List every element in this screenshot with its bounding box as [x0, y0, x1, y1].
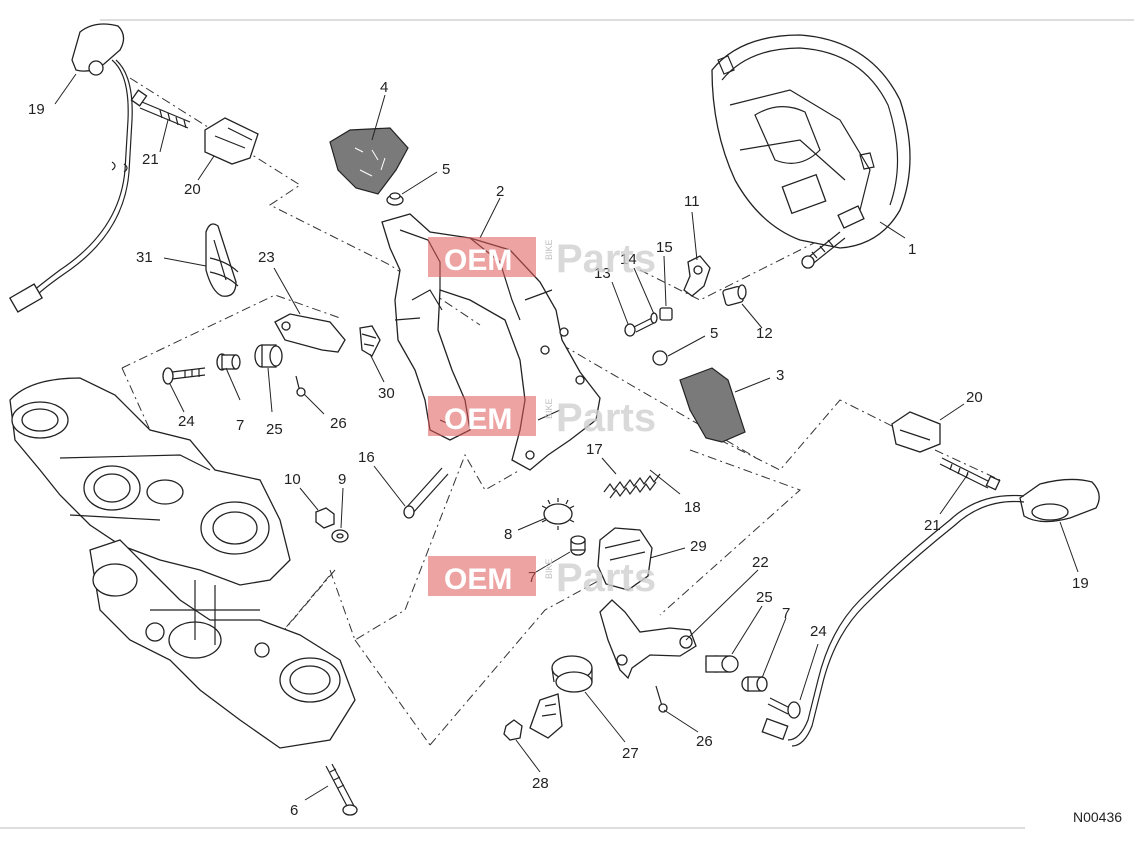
callout-16: 16	[358, 449, 375, 466]
callout-14: 14	[620, 251, 637, 268]
nut-28-part	[503, 719, 523, 741]
washer-14-part	[650, 312, 658, 324]
callout-6: 6	[290, 802, 298, 819]
clamp-11-part	[683, 255, 711, 297]
callout-20a: 20	[184, 181, 201, 198]
callout-15: 15	[656, 239, 673, 256]
watermark-middle-middle: BIKE	[544, 398, 554, 419]
callout-26b: 26	[696, 733, 713, 750]
callout-21a: 21	[142, 151, 159, 168]
callout-2: 2	[496, 183, 504, 200]
bracket-20-left-part	[204, 117, 259, 165]
pin-26-right-part	[655, 685, 668, 713]
callout-18: 18	[684, 499, 701, 516]
callout-26a: 26	[330, 415, 347, 432]
callout-5a: 5	[442, 161, 450, 178]
watermark-middle: OEM BIKE Parts	[428, 396, 656, 440]
callout-4: 4	[380, 79, 388, 96]
top-yoke-part	[9, 377, 356, 749]
bush-15-part	[659, 307, 673, 321]
bush-7-left-part	[216, 353, 241, 371]
spring-17-part	[603, 473, 661, 499]
callout-24a: 24	[178, 413, 195, 430]
gear-8-part	[541, 498, 575, 530]
watermark-brand-top: OEM	[444, 244, 512, 277]
support-23-part	[274, 313, 346, 353]
grommet-5-part	[386, 192, 668, 366]
pin-16-part	[403, 467, 449, 519]
callout-7c: 7	[782, 605, 790, 622]
watermark-top: OEM BIKE Parts	[428, 237, 656, 281]
callout-11: 11	[684, 193, 700, 210]
callout-24b: 24	[810, 623, 827, 640]
pin-26-left-part	[295, 375, 306, 397]
screw-13-part	[624, 317, 655, 337]
bracket-22-part	[599, 599, 697, 680]
screw-24-right-part	[767, 697, 801, 719]
watermark-middle-top: BIKE	[544, 239, 554, 260]
turn-indicator-right-part	[761, 478, 1100, 747]
callout-12: 12	[756, 325, 773, 342]
callout-25a: 25	[266, 421, 283, 438]
leader-lines	[54, 73, 1079, 801]
rubber-25-left-part	[254, 344, 283, 368]
callout-8: 8	[504, 526, 512, 543]
rubber-25-right-part	[705, 655, 739, 673]
screw-21-left-part	[130, 89, 191, 129]
callout-7a: 7	[236, 417, 244, 434]
callout-22: 22	[752, 554, 769, 571]
watermark-tail-bottom: Parts	[556, 556, 656, 600]
watermark-middle-bottom: BIKE	[544, 558, 554, 579]
callout-20b: 20	[966, 389, 983, 406]
screw-21-right-part	[939, 457, 1001, 491]
callout-29: 29	[690, 538, 707, 555]
callout-19b: 19	[1072, 575, 1089, 592]
block-29-part	[597, 527, 653, 591]
protector-3-part	[679, 367, 746, 443]
callout-10: 10	[284, 471, 301, 488]
watermark-bottom: OEM BIKE Parts	[428, 556, 656, 600]
watermark-brand-middle: OEM	[444, 403, 512, 436]
callout-21b: 21	[924, 517, 941, 534]
headlight-1-part	[711, 34, 911, 269]
bush-7-right-part	[741, 676, 768, 692]
cable-clip-31-part	[205, 223, 239, 297]
callout-9: 9	[338, 471, 346, 488]
watermark-brand-bottom: OEM	[444, 563, 512, 596]
callout-27: 27	[622, 745, 639, 762]
callout-1: 1	[908, 241, 916, 258]
watermark-tail-top: Parts	[556, 237, 656, 281]
bracket-20-right-part	[891, 411, 941, 453]
plate-30-part	[359, 325, 381, 357]
callout-labels: 1 2 3 4 5 5 6 7 7 7 8 9 10 11 12 13 14 1…	[28, 79, 1089, 819]
callout-25b: 25	[756, 589, 773, 606]
callout-28: 28	[532, 775, 549, 792]
callout-23: 23	[258, 249, 275, 266]
spacer-12-part	[722, 284, 747, 307]
callout-31: 31	[136, 249, 153, 266]
screw-24-left-part	[162, 367, 206, 385]
callout-19a: 19	[28, 101, 45, 118]
bolt-6-part	[325, 763, 358, 816]
watermark-tail-middle: Parts	[556, 396, 656, 440]
nut-10-part	[315, 507, 335, 529]
callout-5b: 5	[710, 325, 718, 342]
callout-17: 17	[586, 441, 603, 458]
washer-9-part	[331, 529, 349, 543]
callout-13: 13	[594, 265, 611, 282]
turn-indicator-left-part	[8, 23, 133, 313]
cover-4-part	[329, 127, 409, 195]
switch-27-part	[529, 655, 593, 739]
callout-3: 3	[776, 367, 784, 384]
drawing-code: N00436	[1073, 809, 1122, 825]
bush-7-middle-part	[570, 535, 586, 556]
callout-30: 30	[378, 385, 395, 402]
